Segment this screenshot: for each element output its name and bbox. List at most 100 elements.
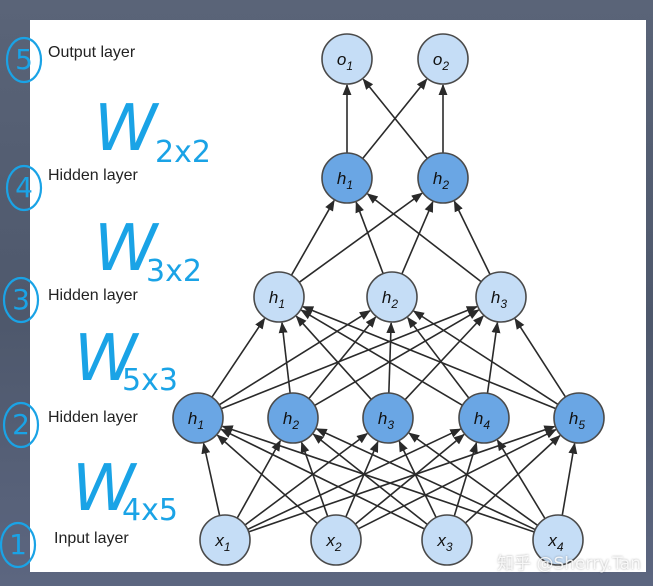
circled-layer-number-3: 3 [2,276,40,324]
node-label: h2 [283,409,299,432]
edge-input-2-to-hidden_low-4 [354,433,465,525]
edge-input-1-to-hidden_low-4 [247,428,462,531]
edge-input-3-to-hidden_low-4 [453,441,478,517]
edge-input-1-to-hidden_low-1 [201,442,221,516]
node-label: h1 [337,169,353,192]
weight-dims: 5x3 [122,363,178,398]
hand-number: 1 [9,528,27,561]
edge-hidden_top-2-to-output-1 [362,78,428,160]
output-layer-label: Output layer [48,44,136,61]
node-hidden_low-5: h5 [553,392,605,444]
node-input-1: x1 [199,514,251,566]
hand-number: 4 [15,171,33,204]
node-hidden_mid-3: h3 [475,271,527,323]
node-input-4: x4 [532,514,584,566]
node-input-3: x3 [421,514,473,566]
edge-input-4-to-hidden_low-2 [315,428,536,531]
edge-hidden_low-4-to-hidden_mid-1 [300,309,463,406]
node-circle [199,514,251,566]
weight-dims: 3x2 [146,254,202,289]
node-hidden_low-2: h2 [267,392,319,444]
weight-dims: 2x2 [155,135,211,170]
edge-input-3-to-hidden_low-2 [312,433,428,526]
edge-hidden_low-2-to-hidden_mid-2 [308,316,377,400]
hidden-layer-low-label: Hidden layer [48,409,138,426]
node-circle [172,392,224,444]
edge-hidden_low-1-to-hidden_mid-2 [218,310,371,406]
node-label: o2 [433,50,449,73]
node-circle [417,33,469,85]
node-circle [253,271,305,323]
weight-symbol: W [94,212,160,286]
edge-hidden_mid-3-to-hidden_top-1 [366,193,482,283]
edges [201,78,578,533]
edge-hidden_low-4-to-hidden_mid-2 [407,316,470,399]
node-label: h4 [474,409,490,432]
edge-hidden_low-2-to-hidden_mid-1 [278,321,291,394]
node-output-2: o2 [417,33,469,85]
hand-number: 5 [15,43,33,76]
input-layer-label: Input layer [54,530,129,547]
node-circle [421,514,473,566]
edge-input-3-to-hidden_low-1 [220,428,425,530]
edge-input-2-to-hidden_low-3 [345,440,379,518]
edge-hidden_mid-2-to-hidden_top-2 [401,200,434,275]
edge-hidden_low-5-to-hidden_mid-3 [514,317,567,398]
node-label: h2 [433,169,449,192]
hand-circle [0,521,37,569]
hand-number: 2 [12,408,30,441]
node-hidden_low-1: h1 [172,392,224,444]
edge-hidden_low-3-to-hidden_mid-3 [404,315,485,401]
node-input-2: x2 [310,514,362,566]
edge-hidden_mid-2-to-hidden_top-1 [355,201,384,274]
edge-input-1-to-hidden_low-2 [236,439,282,519]
node-label: h1 [269,288,285,311]
node-label: x1 [214,531,230,554]
edge-hidden_low-2-to-hidden_mid-3 [314,309,480,407]
hand-circle [2,401,40,449]
node-hidden_mid-1: h1 [253,271,305,323]
edge-input-3-to-hidden_low-5 [464,434,561,524]
edge-hidden_low-5-to-hidden_mid-2 [412,310,559,406]
weight-symbol: W [72,452,138,526]
edge-input-4-to-hidden_low-1 [221,425,535,533]
node-hidden_top-2: h2 [417,152,469,204]
weight-symbol: W [94,92,160,166]
hand-circle [5,36,43,84]
edge-hidden_mid-1-to-hidden_top-2 [298,192,423,283]
edge-hidden_mid-3-to-hidden_top-2 [453,200,491,275]
circled-layer-number-5: 5 [5,36,43,84]
circled-layer-number-4: 4 [5,164,43,212]
node-circle [267,392,319,444]
edge-hidden_low-1-to-hidden_mid-1 [211,317,266,398]
hand-circle [2,276,40,324]
edge-hidden_low-3-to-hidden_mid-1 [295,315,372,400]
edge-hidden_mid-1-to-hidden_top-1 [290,199,335,276]
edge-input-2-to-hidden_low-1 [216,434,318,525]
node-circle [321,33,373,85]
node-label: x3 [436,531,453,554]
node-label: h2 [382,288,398,311]
node-label: h5 [569,409,585,432]
node-circle [366,271,418,323]
node-circle [362,392,414,444]
circled-layer-number-1: 1 [0,521,37,569]
edge-input-4-to-hidden_low-5 [561,442,578,516]
weight-symbol: W [74,322,140,396]
node-label: o1 [337,50,353,73]
node-circle [553,392,605,444]
node-hidden_mid-2: h2 [366,271,418,323]
edge-input-2-to-hidden_low-5 [357,428,557,530]
hand-circle [5,164,43,212]
node-circle [417,152,469,204]
edge-input-4-to-hidden_low-3 [408,432,539,527]
edge-hidden_low-3-to-hidden_mid-2 [386,321,396,394]
edge-input-1-to-hidden_low-3 [244,432,369,526]
watermark: 知乎 @Sherry.Tan [497,554,641,574]
node-label: x4 [547,531,564,554]
